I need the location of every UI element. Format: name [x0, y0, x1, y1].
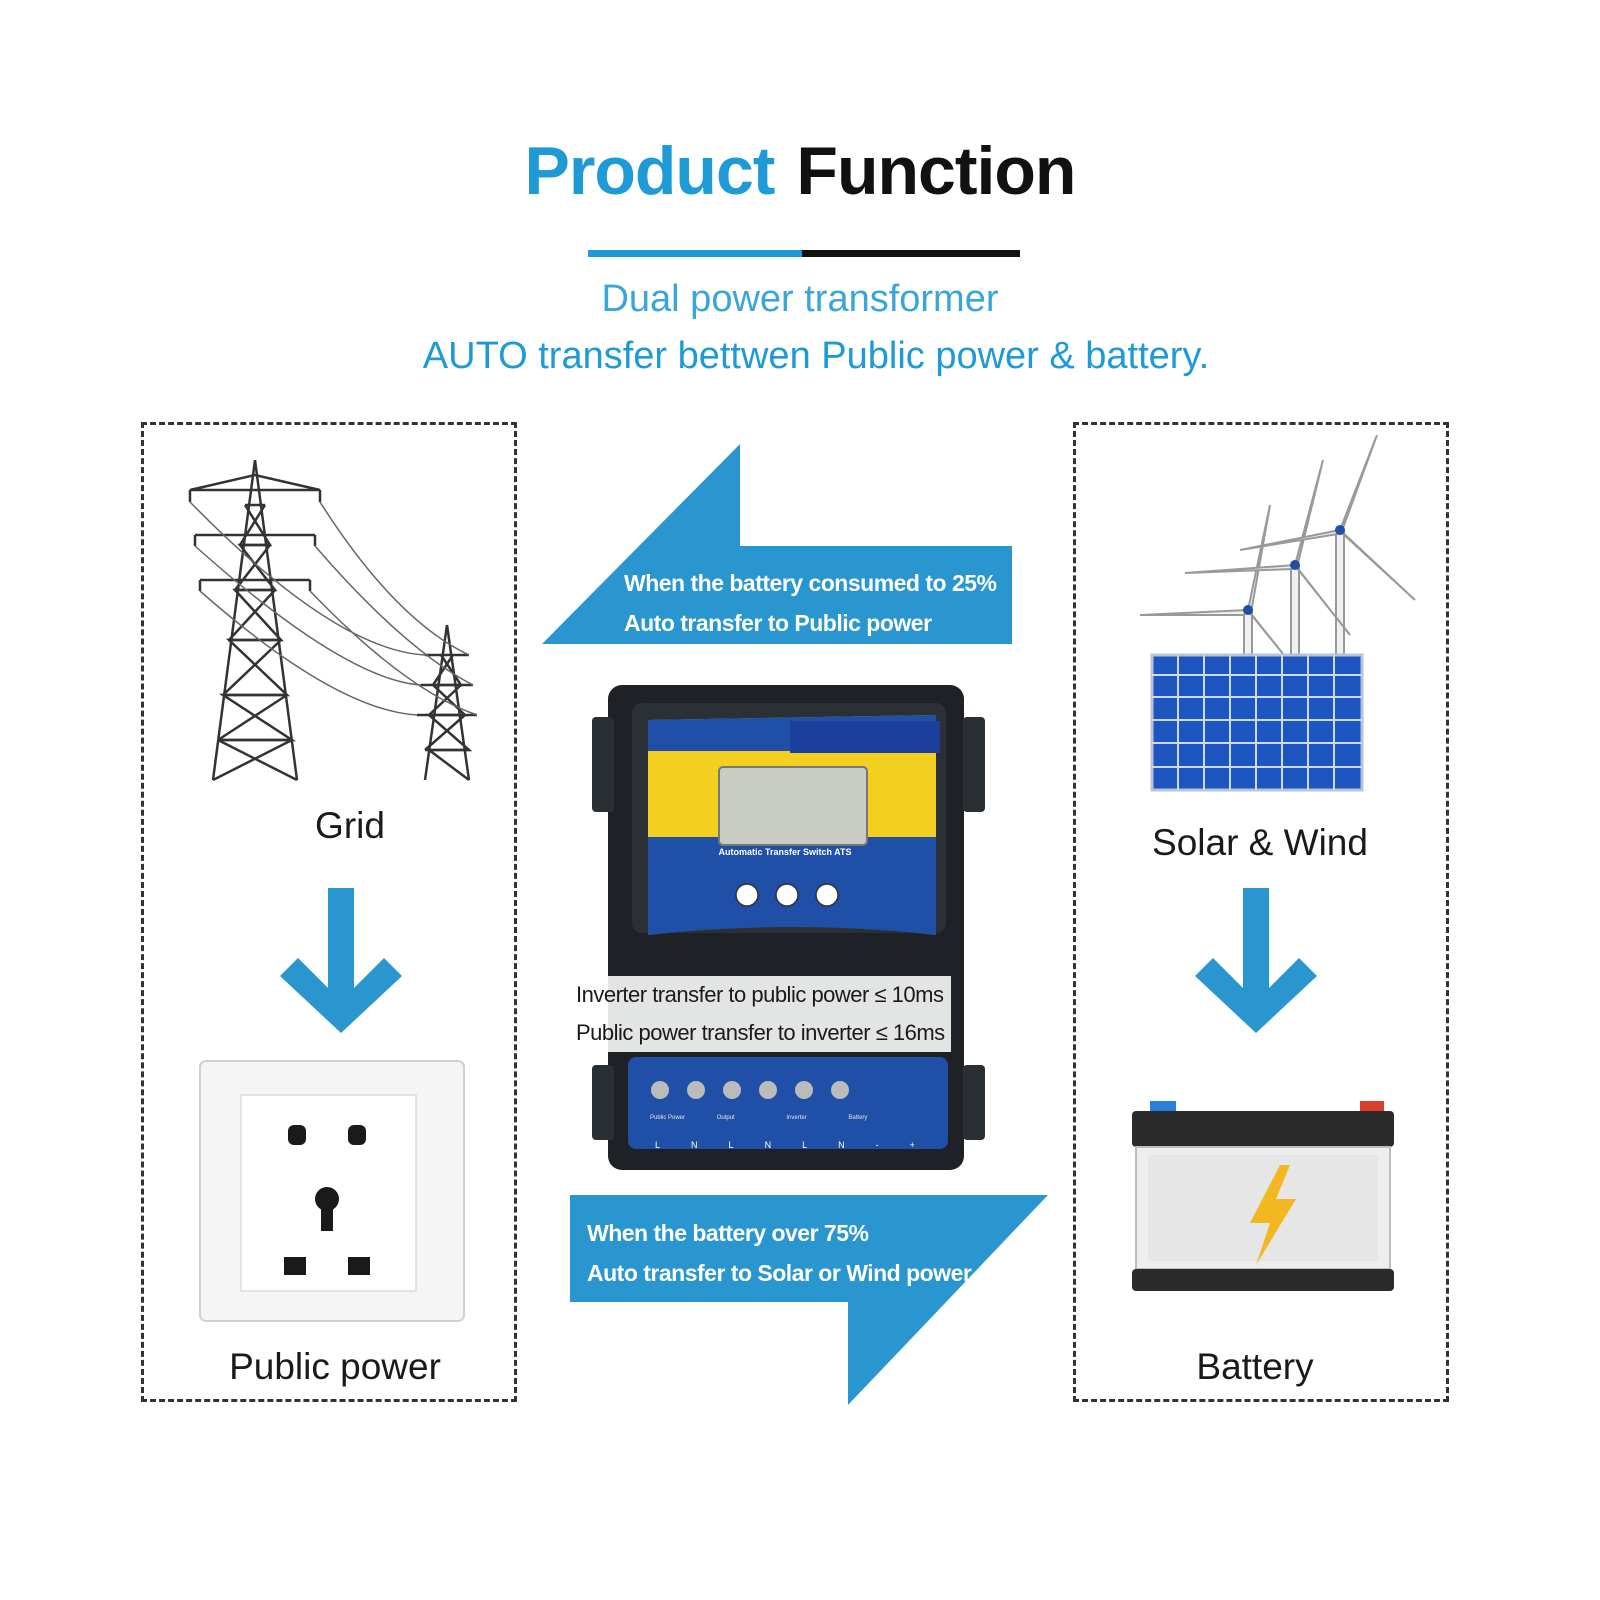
terminal-letter: L: [728, 1140, 734, 1150]
solar-wind-label: Solar & Wind: [1152, 822, 1368, 863]
transfer-time-line-2: Public power transfer to inverter ≤ 16ms: [576, 1020, 945, 1045]
device-terminal-groups: Public Power Output Inverter Battery: [650, 1115, 940, 1121]
top-arrow-line-1: When the battery consumed to 25%: [624, 570, 997, 596]
subtitle-line-2: AUTO transfer bettwen Public power & bat…: [422, 335, 1210, 377]
terminal-group: Inverter: [786, 1115, 807, 1121]
top-arrow-text: When the battery consumed to 25% Auto tr…: [624, 563, 1014, 643]
bottom-transfer-arrow: [570, 1195, 1048, 1405]
bottom-arrow-line-2: Auto transfer to Solar or Wind power: [587, 1260, 972, 1286]
terminal-letter: L: [802, 1140, 808, 1150]
renewable-panel: [1073, 422, 1449, 1402]
battery-icon: [1132, 1101, 1394, 1291]
public-power-label: Public power: [229, 1346, 441, 1387]
terminal-group: Public Power: [650, 1115, 686, 1121]
battery-label: Battery: [1196, 1346, 1314, 1387]
transfer-time-line-1: Inverter transfer to public power ≤ 10ms: [576, 982, 944, 1007]
ats-device-image: [592, 685, 985, 1170]
bottom-arrow-text: When the battery over 75% Auto transfer …: [587, 1213, 1007, 1293]
grid-panel: [141, 422, 517, 1402]
terminal-letter: N: [838, 1140, 845, 1150]
terminal-group: Output: [716, 1115, 735, 1121]
subtitle-line-1: Dual power transformer: [601, 278, 999, 320]
terminal-letter: -: [875, 1140, 879, 1150]
transfer-time-text: Inverter transfer to public power ≤ 10ms…: [570, 976, 951, 1052]
wall-socket-icon: [199, 1060, 465, 1322]
terminal-group: Battery: [848, 1115, 868, 1121]
bottom-arrow-line-1: When the battery over 75%: [587, 1220, 869, 1246]
down-arrow-icon: [1195, 888, 1317, 1033]
grid-label: Grid: [315, 805, 385, 846]
terminal-letter: +: [909, 1140, 915, 1150]
title-part-1: Product: [524, 133, 776, 209]
top-transfer-arrow: [542, 444, 1012, 644]
title-underline-blue: [588, 250, 802, 257]
terminal-letter: N: [764, 1140, 772, 1150]
device-terminal-letters: L N L N L N - +: [655, 1140, 915, 1150]
solar-wind-icon: [1140, 435, 1416, 792]
device-panel-label: Automatic Transfer Switch ATS: [718, 847, 852, 857]
terminal-letter: N: [691, 1140, 698, 1150]
title-underline-black: [802, 250, 1020, 257]
power-tower-icon: [188, 459, 478, 782]
title-part-2: Function: [796, 133, 1076, 209]
page-title: Product Function: [0, 132, 1600, 210]
terminal-letter: L: [655, 1140, 661, 1150]
top-arrow-line-2: Auto transfer to Public power: [624, 610, 932, 636]
down-arrow-icon: [280, 888, 402, 1033]
